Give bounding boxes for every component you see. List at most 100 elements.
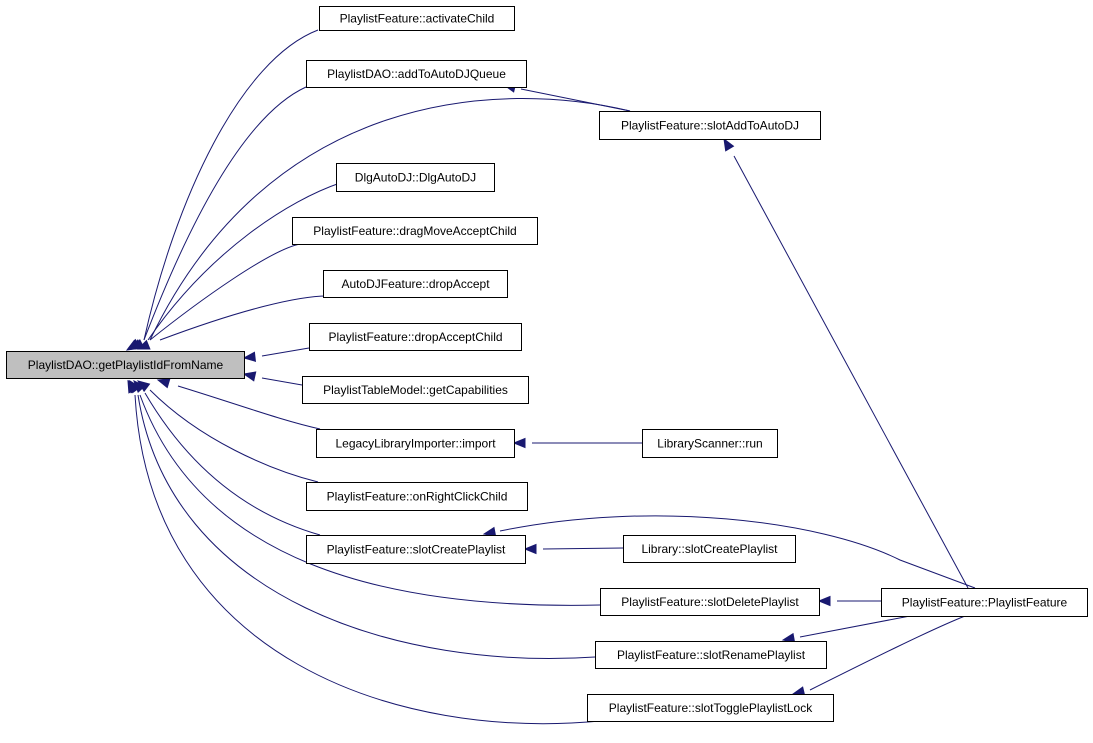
node-layer: PlaylistDAO::getPlaylistIdFromNamePlayli… — [6, 6, 1088, 722]
arrowhead — [242, 351, 257, 362]
node-label: PlaylistFeature::onRightClickChild — [327, 490, 508, 504]
node-n10[interactable]: LibraryScanner::run — [642, 429, 778, 458]
node-label: PlaylistFeature::activateChild — [340, 12, 495, 26]
node-n0[interactable]: PlaylistDAO::getPlaylistIdFromName — [6, 351, 245, 379]
edge-line — [177, 385, 321, 430]
arrowhead — [136, 339, 151, 350]
edge-n8-to-n0 — [242, 371, 303, 386]
node-box[interactable] — [306, 535, 526, 564]
edge-line — [134, 394, 601, 725]
node-n6[interactable]: AutoDJFeature::dropAccept — [323, 270, 508, 298]
arrowhead — [127, 379, 138, 394]
node-n7[interactable]: PlaylistFeature::dropAcceptChild — [309, 323, 522, 351]
node-box[interactable] — [599, 111, 821, 140]
node-n3[interactable]: PlaylistFeature::slotAddToAutoDJ — [599, 111, 821, 140]
node-box[interactable] — [600, 588, 820, 616]
arrowhead — [723, 137, 735, 152]
edge-line — [143, 86, 307, 341]
node-n1[interactable]: PlaylistFeature::activateChild — [319, 6, 515, 31]
edge-line — [147, 182, 341, 341]
edge-line — [809, 615, 966, 691]
edge-line — [261, 377, 303, 386]
node-label: PlaylistFeature::slotAddToAutoDJ — [621, 119, 799, 133]
node-label: PlaylistFeature::slotCreatePlaylist — [327, 543, 506, 557]
node-n5[interactable]: PlaylistFeature::dragMoveAcceptChild — [292, 217, 538, 245]
edge-n5-to-n0 — [130, 243, 301, 350]
node-label: AutoDJFeature::dropAccept — [341, 277, 490, 291]
node-box[interactable] — [292, 217, 538, 245]
edge-n12-to-n0 — [133, 380, 321, 536]
node-box[interactable] — [306, 60, 527, 88]
node-n13[interactable]: Library::slotCreatePlaylist — [623, 535, 796, 563]
edge-line — [149, 389, 319, 483]
node-label: LegacyLibraryImporter::import — [335, 437, 496, 451]
node-label: PlaylistTableModel::getCapabilities — [323, 383, 508, 397]
node-label: Library::slotCreatePlaylist — [641, 542, 778, 556]
node-box[interactable] — [309, 323, 522, 351]
node-box[interactable] — [319, 6, 515, 31]
node-box[interactable] — [306, 482, 528, 511]
edge-line — [499, 515, 976, 589]
edge-line — [799, 615, 911, 638]
node-label: PlaylistFeature::dropAcceptChild — [328, 330, 502, 344]
edge-line — [261, 347, 310, 357]
edge-layer — [125, 29, 976, 725]
node-n14[interactable]: PlaylistFeature::slotDeletePlaylist — [600, 588, 820, 616]
node-box[interactable] — [587, 694, 834, 722]
edge-n17-to-n0 — [127, 379, 601, 725]
edge-line — [733, 155, 969, 589]
node-label: PlaylistFeature::slotRenamePlaylist — [617, 648, 806, 662]
edge-line — [149, 243, 301, 341]
arrowhead — [512, 437, 526, 449]
node-label: LibraryScanner::run — [657, 437, 762, 451]
node-box[interactable] — [881, 588, 1088, 617]
edge-n7-to-n0 — [242, 347, 310, 362]
node-n4[interactable]: DlgAutoDJ::DlgAutoDJ — [336, 163, 495, 192]
arrowhead — [156, 378, 171, 389]
focus-node-box[interactable] — [6, 351, 245, 379]
edge-line — [144, 392, 321, 536]
edge-line — [149, 98, 631, 341]
edge-n9-to-n0 — [156, 378, 321, 430]
node-box[interactable] — [302, 376, 529, 404]
arrowhead — [817, 595, 831, 607]
edge-n4-to-n0 — [128, 182, 341, 350]
node-label: PlaylistDAO::getPlaylistIdFromName — [28, 358, 224, 372]
node-label: PlaylistDAO::addToAutoDJQueue — [327, 67, 506, 81]
edge-n15-to-n16 — [781, 615, 911, 644]
node-n11[interactable]: PlaylistFeature::onRightClickChild — [306, 482, 528, 511]
edge-line — [520, 88, 631, 112]
node-box[interactable] — [316, 429, 515, 458]
node-n12[interactable]: PlaylistFeature::slotCreatePlaylist — [306, 535, 526, 564]
node-n2[interactable]: PlaylistDAO::addToAutoDJQueue — [306, 60, 527, 88]
node-label: PlaylistFeature::PlaylistFeature — [902, 596, 1068, 610]
edge-n1-to-n0 — [125, 29, 319, 351]
node-label: PlaylistFeature::slotTogglePlaylistLock — [609, 701, 813, 715]
node-box[interactable] — [623, 535, 796, 563]
node-label: DlgAutoDJ::DlgAutoDJ — [355, 171, 476, 185]
edge-n13-to-n12 — [523, 543, 624, 555]
edge-n15-to-n3 — [723, 137, 969, 589]
edge-line — [159, 295, 331, 341]
node-box[interactable] — [595, 641, 827, 669]
node-n17[interactable]: PlaylistFeature::slotTogglePlaylistLock — [587, 694, 834, 722]
node-n8[interactable]: PlaylistTableModel::getCapabilities — [302, 376, 529, 404]
node-label: PlaylistFeature::slotDeletePlaylist — [621, 595, 799, 609]
edge-line — [143, 29, 319, 341]
edge-n6-to-n0 — [136, 295, 331, 350]
node-label: PlaylistFeature::dragMoveAcceptChild — [313, 224, 516, 238]
edge-line — [137, 394, 596, 660]
node-n9[interactable]: LegacyLibraryImporter::import — [316, 429, 515, 458]
edge-n11-to-n0 — [136, 380, 319, 483]
edge-line — [542, 547, 624, 550]
edge-n10-to-n9 — [512, 437, 642, 449]
arrowhead — [242, 371, 257, 382]
arrowhead — [523, 543, 537, 555]
node-n15[interactable]: PlaylistFeature::PlaylistFeature — [881, 588, 1088, 617]
edge-n16-to-n0 — [128, 379, 596, 660]
node-box[interactable] — [336, 163, 495, 192]
node-box[interactable] — [323, 270, 508, 298]
node-n16[interactable]: PlaylistFeature::slotRenamePlaylist — [595, 641, 827, 669]
node-box[interactable] — [642, 429, 778, 458]
